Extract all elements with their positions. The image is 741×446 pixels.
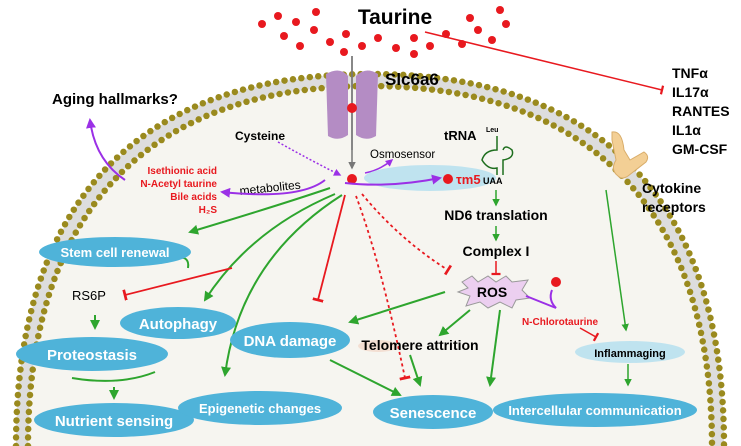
intercellular-communication-node [493, 393, 697, 427]
cytokine-receptors-label-2: receptors [642, 199, 706, 215]
svg-text:Bile acids: Bile acids [170, 192, 217, 203]
cytokine-inhibition [424, 31, 665, 95]
taurine-label: Taurine [358, 6, 432, 29]
svg-text:N-Acetyl taurine: N-Acetyl taurine [140, 179, 217, 190]
epigenetic-changes-node [178, 391, 342, 425]
stem-cell-renewal-label: Stem cell renewal [60, 245, 169, 260]
slc6a6-label: Slc6a6 [385, 70, 439, 89]
stem-cell-renewal-node [39, 237, 191, 267]
nutrient-sensing-label: Nutrient sensing [55, 413, 173, 430]
tm5-label: τm5 [456, 172, 481, 187]
dna-damage-label: DNA damage [244, 333, 337, 350]
svg-text:RANTES: RANTES [672, 103, 730, 119]
trna-icon [481, 136, 514, 175]
svg-text:TNFα: TNFα [672, 65, 708, 81]
telomere-icon [358, 340, 398, 352]
proteostasis-node [16, 337, 168, 371]
senescence-node [373, 395, 493, 429]
dna-damage-node [230, 322, 350, 358]
svg-text:GM-CSF: GM-CSF [672, 141, 728, 157]
nd6-label: ND6 translation [444, 207, 547, 223]
trna-label: tRNA [444, 128, 477, 143]
ros-burst [456, 275, 532, 309]
svg-text:IL1α: IL1α [672, 122, 701, 138]
autophagy-node [120, 307, 236, 339]
taurine-molecules [258, 6, 510, 58]
osmosensor-label: Osmosensor [370, 149, 435, 161]
intracellular-taurine [347, 174, 357, 184]
inflammaging-label: Inflammaging [594, 348, 666, 360]
intercellular-communication-label: Intercellular communication [508, 403, 681, 418]
uaa-label: UAA [483, 176, 503, 186]
telomere-label: Telomere attrition [361, 337, 478, 353]
complex-i-label: Complex I [463, 243, 530, 259]
cysteine-label: Cysteine [235, 129, 285, 143]
rs6p-label: RS6P [72, 288, 106, 303]
proteostasis-label: Proteostasis [47, 347, 137, 364]
svg-text:Isethionic acid: Isethionic acid [148, 166, 217, 177]
trna-superscript: Leu [486, 127, 498, 134]
ros-label: ROS [477, 284, 507, 300]
cytokine-receptors-label: Cytokine [642, 180, 701, 196]
slc6a6-transporter [326, 70, 378, 139]
epigenetic-changes-label: Epigenetic changes [199, 401, 321, 416]
nutrient-sensing-node [34, 403, 194, 437]
aging-hallmarks-label: Aging hallmarks? [52, 91, 178, 108]
cytokine-receptor-icon [611, 131, 649, 179]
svg-text:IL17α: IL17α [672, 84, 709, 100]
n-chlorotaurine-label: N-Chlorotaurine [522, 317, 599, 328]
senescence-label: Senescence [390, 405, 477, 422]
cytokine-list: TNFα IL17α RANTES IL1α GM-CSF [672, 65, 730, 157]
svg-text:H₂S: H₂S [199, 205, 218, 216]
metabolite-list: Isethionic acid N-Acetyl taurine Bile ac… [140, 166, 217, 216]
autophagy-label: Autophagy [139, 316, 218, 333]
